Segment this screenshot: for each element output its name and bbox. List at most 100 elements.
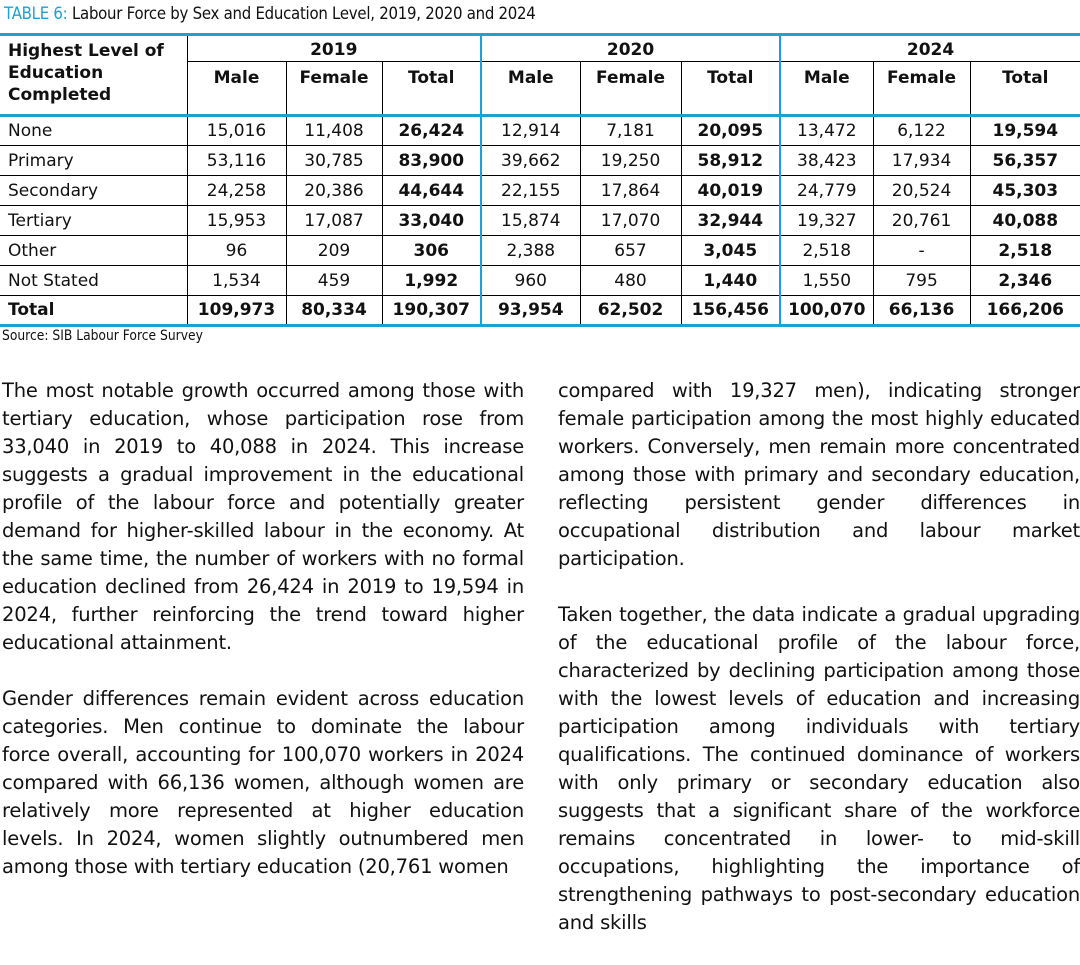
table-cell: 795 bbox=[872, 265, 971, 296]
table-cell: 15,874 bbox=[480, 205, 581, 236]
table-cell: 6,122 bbox=[872, 114, 971, 146]
table-cell: 17,087 bbox=[285, 205, 382, 236]
table-cell: 2,518 bbox=[969, 235, 1080, 266]
table-cell: 11,408 bbox=[285, 114, 382, 146]
table-cell: 2,518 bbox=[779, 235, 874, 266]
table-cell: 156,456 bbox=[680, 295, 781, 327]
labour-force-table: Highest Level of Education Completed 201… bbox=[0, 33, 1080, 327]
table-cell: 1,550 bbox=[779, 265, 874, 296]
table-cell: 17,934 bbox=[872, 145, 971, 176]
table-cell: 20,386 bbox=[285, 175, 382, 206]
row-label: Primary bbox=[0, 145, 187, 176]
subheader-male: Male bbox=[779, 61, 874, 116]
table-cell: 38,423 bbox=[779, 145, 874, 176]
table-cell: 45,303 bbox=[969, 175, 1080, 206]
table-cell: 39,662 bbox=[480, 145, 581, 176]
table-cell: 15,953 bbox=[186, 205, 286, 236]
subheader-total: Total bbox=[969, 61, 1080, 116]
body-paragraph: The most notable growth occurred among t… bbox=[2, 379, 524, 654]
table-cell: 44,644 bbox=[381, 175, 482, 206]
row-label: Other bbox=[0, 235, 187, 266]
table-caption: TABLE 6: Labour Force by Sex and Educati… bbox=[4, 4, 536, 24]
left-text-column: The most notable growth occurred among t… bbox=[2, 377, 524, 909]
table-cell: 24,779 bbox=[779, 175, 874, 206]
subheader-male: Male bbox=[186, 61, 286, 116]
body-paragraph: Taken together, the data indicate a grad… bbox=[558, 603, 1080, 934]
table-cell: 1,992 bbox=[381, 265, 482, 296]
table-cell: 17,070 bbox=[579, 205, 682, 236]
table-cell: 20,095 bbox=[680, 114, 781, 146]
subheader-female: Female bbox=[579, 61, 682, 116]
table-cell: 15,016 bbox=[186, 114, 286, 146]
table-cell: 17,864 bbox=[579, 175, 682, 206]
table-cell: 109,973 bbox=[186, 295, 286, 327]
table-cell: 166,206 bbox=[969, 295, 1080, 327]
table-cell: 53,116 bbox=[186, 145, 286, 176]
table-cell: 657 bbox=[579, 235, 682, 266]
year-header-2024: 2024 bbox=[779, 33, 1080, 62]
body-paragraph: compared with 19,327 men), indicating st… bbox=[558, 379, 1080, 570]
table-cell: 13,472 bbox=[779, 114, 874, 146]
table-cell: 66,136 bbox=[872, 295, 971, 327]
table-cell: 33,040 bbox=[381, 205, 482, 236]
corner-header: Highest Level of Education Completed bbox=[0, 33, 187, 116]
row-label: Secondary bbox=[0, 175, 187, 206]
table-cell: 32,944 bbox=[680, 205, 781, 236]
table-cell: 80,334 bbox=[285, 295, 382, 327]
subheader-male: Male bbox=[480, 61, 581, 116]
table-cell: 24,258 bbox=[186, 175, 286, 206]
table-cell: 40,088 bbox=[969, 205, 1080, 236]
table-cell: 96 bbox=[186, 235, 286, 266]
table-cell: 1,534 bbox=[186, 265, 286, 296]
row-label: Total bbox=[0, 295, 187, 327]
table-cell: 22,155 bbox=[480, 175, 581, 206]
table-cell: 93,954 bbox=[480, 295, 581, 327]
subheader-total: Total bbox=[381, 61, 482, 116]
body-paragraph: Gender differences remain evident across… bbox=[2, 687, 524, 878]
right-text-column: compared with 19,327 men), indicating st… bbox=[558, 377, 1080, 965]
table-cell: 19,250 bbox=[579, 145, 682, 176]
table-cell: 190,307 bbox=[381, 295, 482, 327]
year-header-2020: 2020 bbox=[480, 33, 781, 62]
year-header-2019: 2019 bbox=[186, 33, 482, 62]
subheader-female: Female bbox=[285, 61, 382, 116]
table-cell: 459 bbox=[285, 265, 382, 296]
row-label: None bbox=[0, 114, 187, 146]
table-source: Source: SIB Labour Force Survey bbox=[2, 328, 203, 344]
table-cell: 19,327 bbox=[779, 205, 874, 236]
table-cell: 480 bbox=[579, 265, 682, 296]
labour-force-table-container: Highest Level of Education Completed 201… bbox=[0, 33, 1080, 327]
table-cell: 83,900 bbox=[381, 145, 482, 176]
table-cell: 960 bbox=[480, 265, 581, 296]
table-cell: 40,019 bbox=[680, 175, 781, 206]
table-cell: 100,070 bbox=[779, 295, 874, 327]
table-cell: 62,502 bbox=[579, 295, 682, 327]
table-cell: 30,785 bbox=[285, 145, 382, 176]
table-cell: 7,181 bbox=[579, 114, 682, 146]
table-cell: 19,594 bbox=[969, 114, 1080, 146]
table-title: Labour Force by Sex and Education Level,… bbox=[71, 4, 536, 24]
row-label: Not Stated bbox=[0, 265, 187, 296]
table-cell: 20,761 bbox=[872, 205, 971, 236]
table-number: TABLE 6: bbox=[4, 4, 68, 24]
table-cell: 56,357 bbox=[969, 145, 1080, 176]
table-cell: - bbox=[872, 235, 971, 266]
table-cell: 2,388 bbox=[480, 235, 581, 266]
table-cell: 58,912 bbox=[680, 145, 781, 176]
table-cell: 2,346 bbox=[969, 265, 1080, 296]
table-cell: 26,424 bbox=[381, 114, 482, 146]
row-label: Tertiary bbox=[0, 205, 187, 236]
table-cell: 209 bbox=[285, 235, 382, 266]
table-cell: 3,045 bbox=[680, 235, 781, 266]
subheader-female: Female bbox=[872, 61, 971, 116]
table-cell: 306 bbox=[381, 235, 482, 266]
subheader-total: Total bbox=[680, 61, 781, 116]
